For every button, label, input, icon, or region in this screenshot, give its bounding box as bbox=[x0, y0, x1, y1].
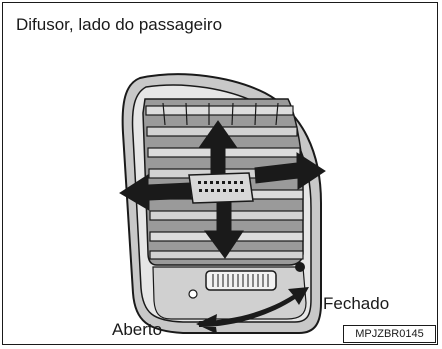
figure-title: Difusor, lado do passageiro bbox=[16, 15, 223, 34]
arrow-left bbox=[119, 174, 192, 211]
open-close-arrow bbox=[196, 287, 309, 334]
closed-label: Fechado bbox=[323, 294, 390, 313]
open-label: Aberto bbox=[112, 320, 163, 339]
screw-hole-left bbox=[188, 289, 198, 299]
arrow-down bbox=[204, 202, 244, 259]
arrow-right bbox=[254, 152, 326, 190]
arrow-up bbox=[198, 120, 238, 174]
screw-hole-right bbox=[295, 262, 305, 272]
vent-vertical-vanes bbox=[162, 102, 279, 126]
vent-illustration bbox=[119, 73, 326, 334]
reference-code: MPJZBR0145 bbox=[343, 325, 436, 343]
vent-center-knob bbox=[188, 172, 254, 204]
damper-thumbwheel bbox=[205, 270, 277, 291]
direction-arrows bbox=[119, 120, 326, 259]
figure-frame: Difusor, lado do passageiro bbox=[2, 2, 438, 345]
